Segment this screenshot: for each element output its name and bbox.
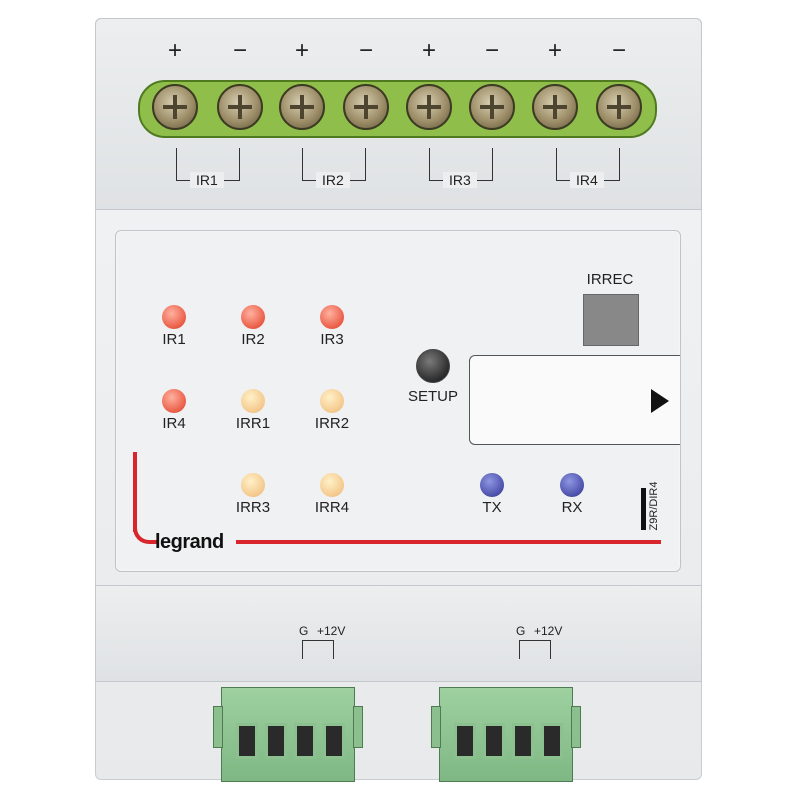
irr4-led-label: IRR4: [314, 499, 350, 516]
label-holder-slot[interactable]: [469, 355, 680, 445]
ir4-led-icon: [162, 389, 186, 413]
ir3-led-icon: [320, 305, 344, 329]
ir3-terminal-label: IR3: [443, 172, 477, 188]
terminal-sign: +: [294, 37, 309, 64]
irrec-label: IRREC: [586, 271, 634, 288]
connector-flange: [213, 706, 223, 748]
irr1-led-label: IRR1: [235, 415, 271, 432]
connector-pin: [323, 723, 345, 759]
brand-line-corner: [133, 520, 157, 544]
setup-label: SETUP: [407, 388, 458, 405]
irr1-led-icon: [241, 389, 265, 413]
connector-pin: [294, 723, 316, 759]
connector-pin: [483, 723, 505, 759]
tx-led-icon: [480, 473, 504, 497]
terminal-sign: −: [484, 37, 499, 64]
connector-pin: [541, 723, 563, 759]
tx-led-label: TX: [482, 499, 502, 516]
right-power-bracket: [519, 640, 551, 659]
irr2-led-icon: [320, 389, 344, 413]
left-power-connector[interactable]: [213, 687, 363, 782]
rx-led-label: RX: [561, 499, 583, 516]
ir1-led-icon: [162, 305, 186, 329]
terminal-sign: +: [167, 37, 182, 64]
left-12v-label: +12V: [317, 624, 346, 638]
right-power-connector[interactable]: [431, 687, 581, 782]
terminal-screw-icon[interactable]: [279, 84, 325, 130]
ir-receiver-window: [583, 294, 639, 346]
right-ground-label: G: [516, 624, 526, 638]
ir2-led-label: IR2: [241, 331, 265, 348]
terminal-sign: −: [611, 37, 626, 64]
ir4-terminal-label: IR4: [570, 172, 604, 188]
left-ground-label: G: [299, 624, 309, 638]
terminal-screw-icon[interactable]: [596, 84, 642, 130]
left-power-bracket: [302, 640, 334, 659]
rx-led-icon: [560, 473, 584, 497]
connector-flange: [353, 706, 363, 748]
terminal-screw-icon[interactable]: [217, 84, 263, 130]
terminal-sign: +: [421, 37, 436, 64]
ir4-led-label: IR4: [162, 415, 186, 432]
terminal-sign: −: [358, 37, 373, 64]
ir2-terminal-label: IR2: [316, 172, 350, 188]
right-12v-label: +12V: [534, 624, 563, 638]
power-label-band: [95, 585, 702, 682]
terminal-screw-icon[interactable]: [532, 84, 578, 130]
ir1-led-label: IR1: [162, 331, 186, 348]
connector-pin: [265, 723, 287, 759]
terminal-screw-icon[interactable]: [406, 84, 452, 130]
terminal-screw-icon[interactable]: [343, 84, 389, 130]
terminal-sign: +: [547, 37, 562, 64]
irr3-led-label: IRR3: [235, 499, 271, 516]
ir2-led-icon: [241, 305, 265, 329]
irr3-led-icon: [241, 473, 265, 497]
play-arrow-icon: [651, 389, 669, 413]
brand-line-horizontal: [236, 540, 661, 544]
brand-line-vertical: [133, 452, 137, 532]
connector-flange: [571, 706, 581, 748]
irr2-led-label: IRR2: [314, 415, 350, 432]
model-number: Z9R/DIR4: [648, 481, 660, 531]
connector-flange: [431, 706, 441, 748]
model-marker: [641, 488, 646, 530]
terminal-screw-icon[interactable]: [469, 84, 515, 130]
connector-pin: [512, 723, 534, 759]
connector-pin: [454, 723, 476, 759]
setup-button[interactable]: [416, 349, 450, 383]
legrand-logo: legrand: [155, 531, 224, 553]
ir3-led-label: IR3: [320, 331, 344, 348]
ir1-terminal-label: IR1: [190, 172, 224, 188]
terminal-sign: −: [232, 37, 247, 64]
connector-pin: [236, 723, 258, 759]
ir-output-terminal-block: [138, 80, 657, 138]
terminal-screw-icon[interactable]: [152, 84, 198, 130]
irr4-led-icon: [320, 473, 344, 497]
